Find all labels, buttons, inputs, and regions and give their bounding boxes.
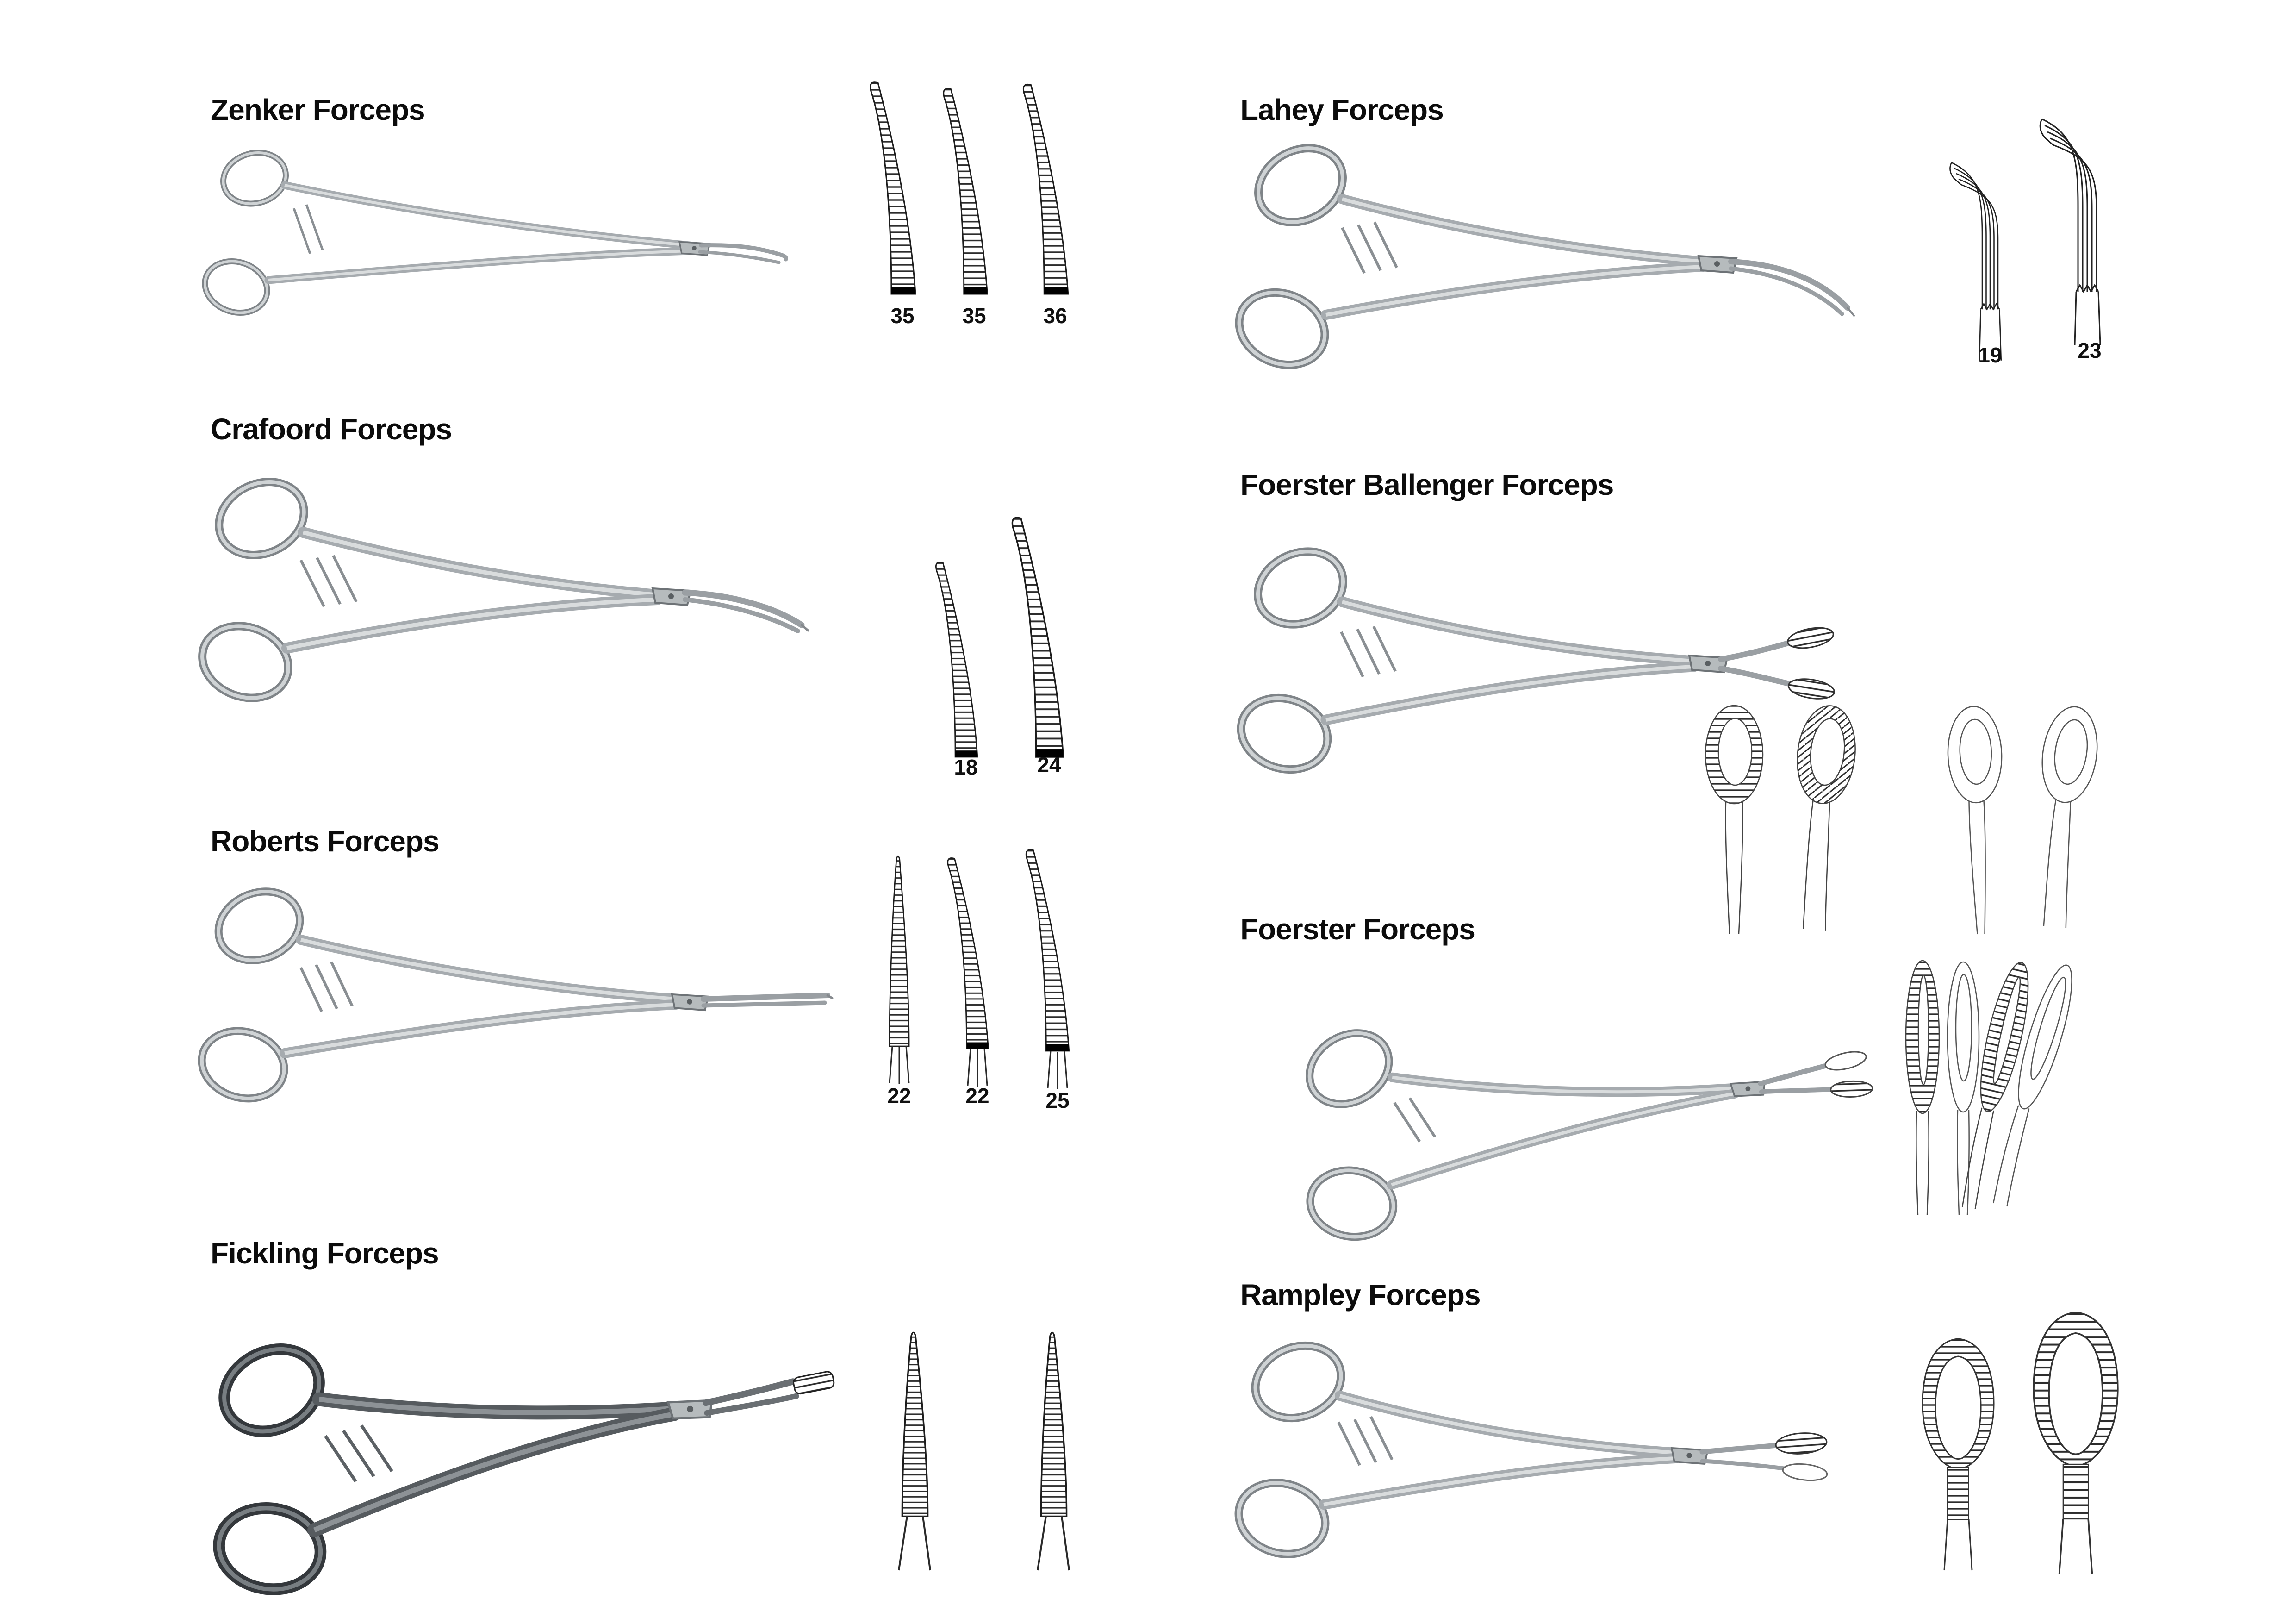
tip-size-label: 36 — [1043, 304, 1067, 328]
product-title: Foerster Forceps — [1240, 912, 1475, 946]
crafoord-tip-sizes-illustration — [935, 517, 1064, 758]
foerster-tip-styles-illustration — [1905, 960, 2072, 1216]
lahey-tip-sizes-illustration — [1949, 118, 2101, 361]
foerster-ballenger-tip-styles-illustration — [1705, 705, 2098, 935]
zenker-tip-sizes-illustration — [870, 81, 1069, 295]
roberts-tip-sizes-illustration — [889, 849, 1070, 1089]
foerster-forceps-illustration — [1273, 972, 1873, 1250]
lahey-forceps-illustration — [1222, 125, 1855, 412]
roberts-forceps-illustration — [185, 870, 834, 1148]
fickling-tip-sizes-illustration — [898, 1331, 1070, 1571]
tip-size-label: 35 — [962, 304, 986, 328]
rampley-tip-styles-illustration — [1922, 1312, 2119, 1574]
tip-size-label: 22 — [965, 1084, 989, 1108]
tip-size-label: 23 — [2078, 338, 2102, 362]
product-title: Fickling Forceps — [211, 1237, 439, 1270]
product-title: Roberts Forceps — [211, 824, 440, 858]
product-title: Crafoord Forceps — [211, 412, 452, 446]
product-title: Lahey Forceps — [1240, 93, 1444, 126]
tip-size-label: 18 — [954, 755, 978, 779]
foerster-ballenger-forceps-illustration — [1222, 523, 1835, 819]
zenker-forceps-illustration — [185, 134, 788, 338]
fickling-forceps-illustration — [185, 1282, 835, 1588]
product-title: Zenker Forceps — [211, 93, 425, 126]
rampley-forceps-illustration — [1222, 1319, 1828, 1597]
tip-size-label: 22 — [887, 1084, 911, 1108]
tip-size-label: 35 — [890, 304, 915, 328]
product-title: Foerster Ballenger Forceps — [1240, 468, 1614, 501]
product-title: Rampley Forceps — [1240, 1278, 1481, 1312]
tip-size-label: 24 — [1037, 753, 1061, 777]
tip-size-label: 19 — [1978, 343, 2002, 367]
tip-size-label: 25 — [1045, 1088, 1070, 1112]
crafoord-forceps-illustration — [185, 454, 809, 741]
